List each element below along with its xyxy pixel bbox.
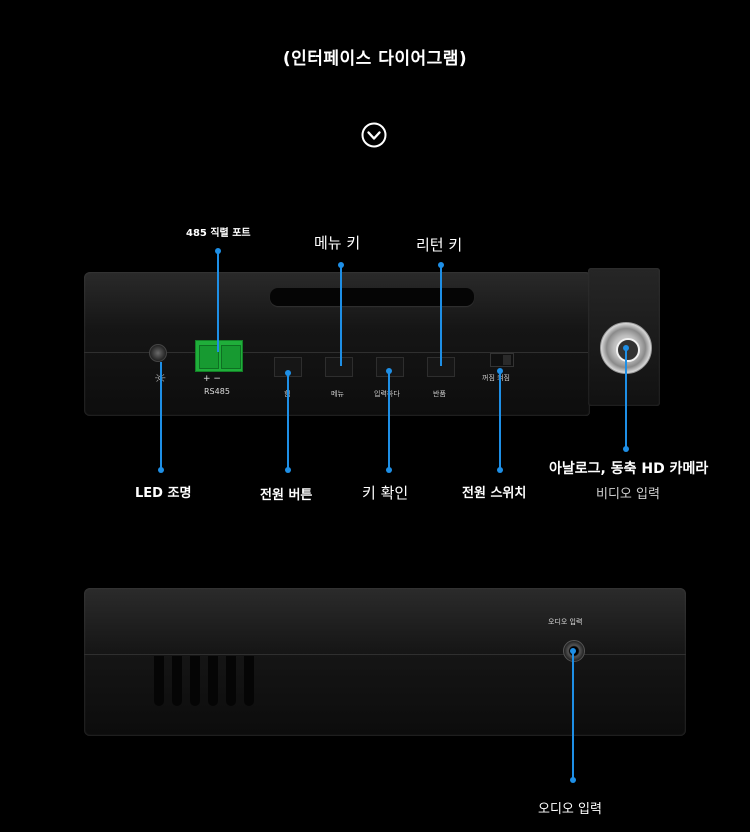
callout-line-confirm bbox=[388, 370, 390, 470]
callout-dot bbox=[623, 345, 629, 351]
callout-line-audio bbox=[572, 650, 574, 778]
callout-line-power-button bbox=[287, 372, 289, 470]
callout-dot bbox=[497, 368, 503, 374]
return-button-label: 반품 bbox=[433, 390, 446, 398]
callout-audio-input: 오디오 입력 bbox=[538, 802, 602, 817]
callout-dot bbox=[386, 368, 392, 374]
callout-dot bbox=[497, 467, 503, 473]
power-switch[interactable] bbox=[490, 353, 514, 367]
callout-menu-key: 메뉴 키 bbox=[314, 234, 361, 252]
callout-line-menu bbox=[340, 264, 342, 366]
led-light-icon bbox=[149, 344, 167, 362]
callout-dot bbox=[386, 467, 392, 473]
callout-analog-camera: 아날로그, 동축 HD 카메라 bbox=[549, 461, 709, 477]
device-side-panel bbox=[84, 588, 686, 736]
audio-jack-label: 오디오 입력 bbox=[548, 618, 583, 626]
callout-dot bbox=[438, 262, 444, 268]
page-title: (인터페이스 다이어그램) bbox=[282, 49, 468, 69]
power-switch-label: 꺼짐 켜짐 bbox=[482, 374, 510, 382]
callout-dot bbox=[570, 777, 576, 783]
callout-confirm-key: 키 확인 bbox=[362, 484, 409, 502]
callout-dot bbox=[158, 467, 164, 473]
callout-line-return bbox=[440, 264, 442, 366]
callout-line-power-switch bbox=[499, 370, 501, 470]
callout-dot bbox=[285, 370, 291, 376]
callout-line-video bbox=[625, 347, 627, 449]
callout-power-button: 전원 버튼 bbox=[260, 488, 313, 503]
confirm-button[interactable] bbox=[376, 357, 404, 377]
callout-dot bbox=[285, 467, 291, 473]
callout-line-led bbox=[160, 362, 162, 470]
callout-dot bbox=[215, 248, 221, 254]
chevron-down-icon bbox=[361, 122, 387, 148]
menu-button[interactable] bbox=[325, 357, 353, 377]
confirm-button-label: 입력하다 bbox=[374, 390, 400, 398]
callout-dot bbox=[338, 262, 344, 268]
callout-led-light: LED 조명 bbox=[135, 486, 192, 501]
rs485-terminal bbox=[195, 340, 243, 372]
terminal-polarity: + − bbox=[203, 374, 221, 384]
callout-return-key: 리턴 키 bbox=[416, 236, 463, 254]
menu-button-label: 메뉴 bbox=[331, 390, 344, 398]
terminal-label: RS485 bbox=[204, 387, 230, 396]
callout-power-switch: 전원 스위치 bbox=[462, 486, 527, 501]
callout-dot bbox=[623, 446, 629, 452]
callout-video-input: 비디오 입력 bbox=[596, 487, 660, 502]
device-slot bbox=[270, 288, 474, 306]
callout-line-rs485 bbox=[217, 250, 219, 352]
callout-rs485-port: 485 직렬 포트 bbox=[186, 228, 251, 239]
callout-dot bbox=[570, 648, 576, 654]
